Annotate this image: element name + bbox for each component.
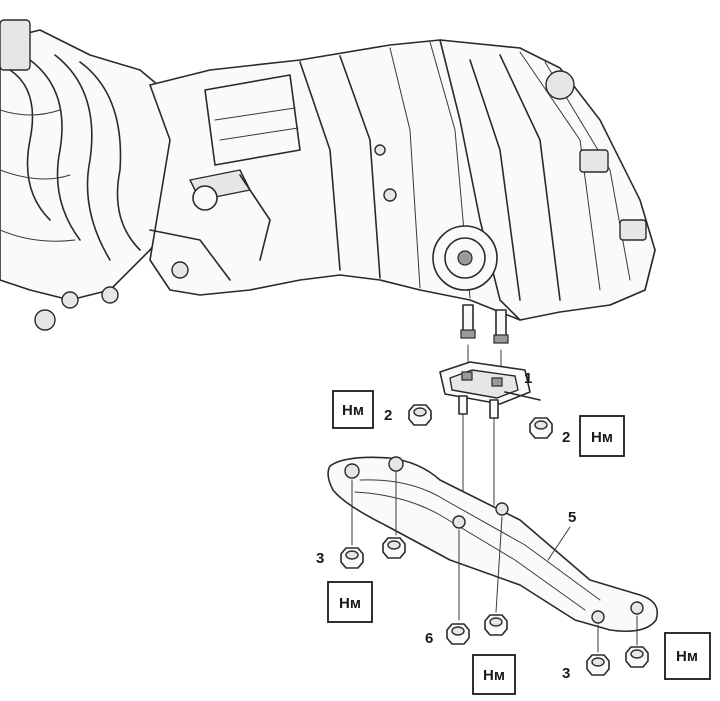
callout-3-bottom: 3 (562, 665, 570, 682)
svg-text:Нм: Нм (342, 402, 364, 419)
svg-text:Нм: Нм (591, 429, 613, 446)
callout-2-right: 2 (562, 429, 570, 446)
callout-3-left: 3 (316, 550, 324, 567)
svg-text:Нм: Нм (339, 595, 361, 612)
transmission-assembly-icon (0, 19, 656, 344)
torque-box-center-bottom: Нм (472, 654, 516, 695)
crossmember-bracket-icon (327, 456, 659, 633)
callout-2-left: 2 (384, 407, 392, 424)
torque-box-right-bottom: Нм (664, 632, 711, 680)
callout-5: 5 (568, 509, 576, 526)
svg-text:Нм: Нм (483, 667, 505, 684)
callout-1: 1 (524, 370, 532, 387)
hex-nut-icon (340, 404, 649, 676)
svg-text:Нм: Нм (676, 648, 698, 665)
callout-6: 6 (425, 630, 433, 647)
torque-box-left-bottom: Нм (327, 581, 373, 623)
torque-box-right-top: Нм (579, 415, 625, 457)
torque-box-left-top: Нм (332, 390, 374, 429)
rubber-mount-icon (439, 361, 541, 419)
